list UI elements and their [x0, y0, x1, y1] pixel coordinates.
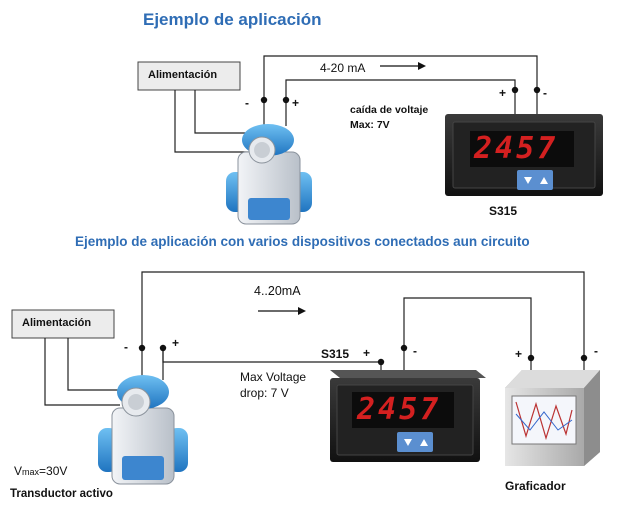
top-current-label: 4-20 mA: [320, 61, 366, 75]
bottom-meter-display: 2457: [357, 392, 442, 427]
top-plus-right: +: [499, 86, 507, 100]
bottom-power-box: [11, 309, 115, 339]
recorder-graficador: [505, 370, 600, 466]
top-drop-line1: caída de voltaje: [350, 104, 429, 116]
bottom-recorder-plus: +: [515, 347, 523, 361]
bottom-drop-line2: drop: 7 V: [240, 386, 289, 400]
vmax-sub: max: [22, 467, 40, 477]
top-current-arrow: [418, 62, 426, 70]
top-power-box: [137, 61, 241, 91]
top-meter-display: 2457: [474, 131, 559, 166]
bottom-meter: [330, 370, 486, 462]
top-node-minus: [260, 96, 268, 104]
bottom-node-rec-minus: [580, 354, 588, 362]
bottom-current-label: 4..20mA: [254, 284, 301, 298]
top-title: Ejemplo de aplicación: [143, 10, 322, 29]
bottom-minus-left: -: [124, 340, 128, 354]
bottom-power-label: Alimentación: [22, 317, 92, 329]
top-meter-model: S315: [489, 204, 518, 218]
bottom-recorder-minus: -: [594, 344, 598, 358]
bottom-meter-plus: +: [363, 346, 371, 360]
top-node-meter-minus: [533, 86, 541, 94]
bottom-drop-line1: Max Voltage: [240, 370, 307, 384]
bottom-transmitter: [98, 375, 188, 485]
transducer-label: Transductor activo: [10, 488, 113, 500]
top-node-meter-plus: [511, 86, 519, 94]
vmax-value: =30V: [39, 464, 68, 478]
bottom-wires: [44, 271, 585, 406]
top-power-label: Alimentación: [148, 69, 218, 81]
top-plus-left: +: [292, 96, 300, 110]
top-wires: [174, 55, 538, 153]
bottom-node-meter-minus: [400, 344, 408, 352]
bottom-node-minus: [138, 344, 146, 352]
bottom-node-plus: [159, 344, 167, 352]
recorder-label: Graficador: [505, 479, 566, 493]
bottom-meter-minus: -: [413, 344, 417, 358]
top-drop-line2: Max: 7V: [350, 119, 390, 131]
top-node-plus: [282, 96, 290, 104]
vmax-label: Vmax=30V: [14, 464, 67, 478]
bottom-current-arrow: [298, 307, 306, 315]
bottom-node-meter-plus: [377, 358, 385, 366]
bottom-node-rec-plus: [527, 354, 535, 362]
top-meter: [445, 114, 603, 196]
bottom-meter-model: S315: [321, 347, 350, 361]
top-transmitter: [226, 124, 312, 225]
bottom-plus-left: +: [172, 336, 180, 350]
top-minus-left: -: [245, 96, 249, 110]
vmax-v: V: [14, 464, 23, 478]
bottom-title: Ejemplo de aplicación con varios disposi…: [75, 234, 530, 249]
top-minus-right: -: [543, 86, 547, 100]
